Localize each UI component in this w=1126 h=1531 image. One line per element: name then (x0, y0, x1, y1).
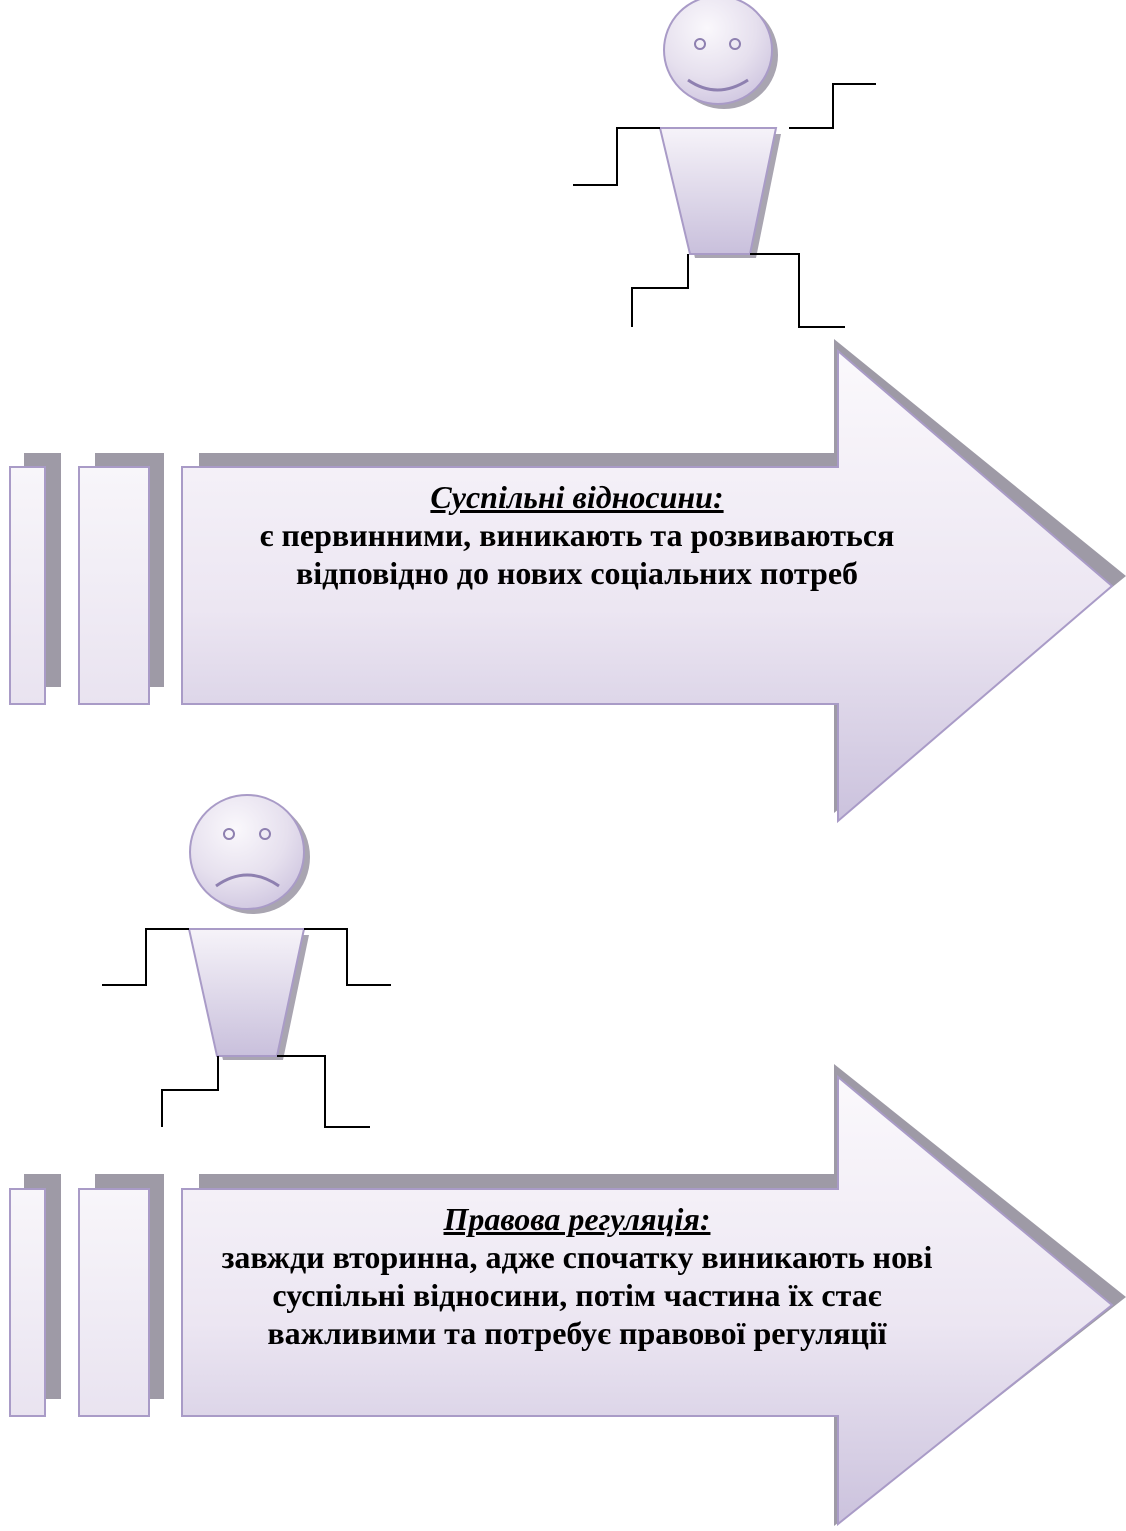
right-arm-line (789, 83, 876, 129)
right-leg-line (277, 1055, 370, 1128)
right-arm-line (304, 928, 391, 986)
block-1-body: є первинними, виникають та розвиваються … (259, 517, 895, 591)
left-arm-line (102, 928, 189, 986)
arrow-block-1 (9, 339, 1126, 824)
smiling-figure (573, 0, 876, 328)
arrow-block-2 (9, 1064, 1126, 1527)
frown-mouth (215, 873, 280, 888)
right-leg-line (750, 253, 845, 328)
frowning-face-head (189, 794, 305, 910)
block-2-text: Правова регуляція: завжди вторинна, адже… (182, 1200, 972, 1352)
right-eye (729, 38, 741, 50)
block-1-text: Суспільні відносини: є первинними, виник… (182, 478, 972, 592)
left-eye (694, 38, 706, 50)
block-2-body: завжди вторинна, адже спочатку виникають… (221, 1239, 933, 1351)
left-leg-line (631, 254, 689, 327)
left-eye (223, 828, 235, 840)
arrow-shape-1 (181, 348, 1114, 824)
smiling-face-head (663, 0, 773, 105)
left-arm-line (573, 127, 660, 186)
thin-bar-1 (9, 466, 46, 705)
arrow-shape-2 (181, 1074, 1114, 1527)
block-2-title: Правова регуляція: (443, 1201, 711, 1237)
block-1-title: Суспільні відносини: (430, 479, 724, 515)
wide-bar-2 (78, 1188, 150, 1417)
right-eye (259, 828, 271, 840)
frowning-figure (102, 794, 391, 1128)
thin-bar-2 (9, 1188, 46, 1417)
smile-mouth (687, 78, 749, 92)
left-leg-line (161, 1056, 219, 1127)
wide-bar-1 (78, 466, 150, 705)
